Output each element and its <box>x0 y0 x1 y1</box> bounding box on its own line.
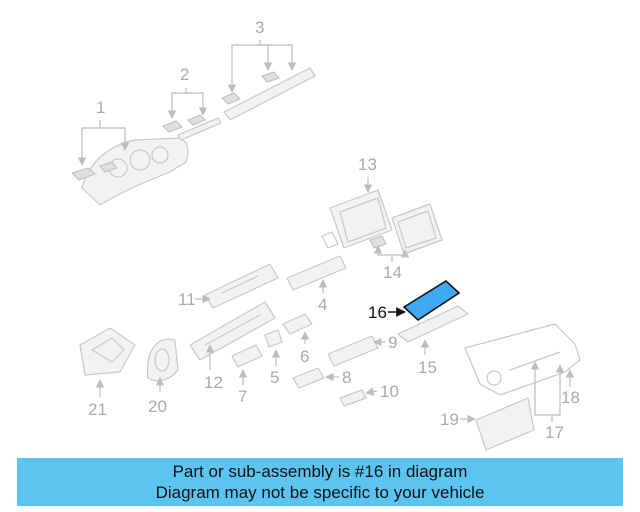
callout-10: 10 <box>365 382 399 401</box>
part-9-switch-panel <box>327 335 379 367</box>
part-11-switch-panel <box>204 263 279 309</box>
callout-1: 1 <box>77 98 130 166</box>
part-12-lower-bezel <box>189 301 276 361</box>
part-2-trim-strip <box>162 114 222 141</box>
part-19-glove-box <box>475 397 535 451</box>
svg-text:18: 18 <box>561 388 580 407</box>
callout-15: 15 <box>418 339 437 377</box>
callout-6: 6 <box>300 331 309 366</box>
svg-text:5: 5 <box>270 368 279 387</box>
part-6-cover <box>282 313 313 335</box>
part-10-switch <box>339 389 367 407</box>
svg-text:7: 7 <box>238 387 247 406</box>
callout-21: 21 <box>88 379 107 419</box>
part-16-highlighted <box>402 279 461 322</box>
part-8-switch <box>292 367 325 389</box>
svg-text:17: 17 <box>545 423 564 442</box>
part-13-center-bezel <box>321 189 393 249</box>
part-21-side-cover <box>79 327 136 376</box>
svg-text:15: 15 <box>418 358 437 377</box>
callout-2: 2 <box>167 65 208 119</box>
svg-text:12: 12 <box>204 373 223 392</box>
svg-text:20: 20 <box>148 397 167 416</box>
svg-text:4: 4 <box>318 295 327 314</box>
svg-text:9: 9 <box>388 333 397 352</box>
banner-line-1: Part or sub-assembly is #16 in diagram <box>172 462 468 481</box>
callout-4: 4 <box>318 279 327 314</box>
svg-text:8: 8 <box>342 368 351 387</box>
callout-13: 13 <box>358 155 377 193</box>
callout-5: 5 <box>270 349 281 387</box>
svg-text:13: 13 <box>358 155 377 174</box>
svg-text:1: 1 <box>96 98 105 117</box>
part-1-cluster-bezel <box>71 137 189 206</box>
svg-text:14: 14 <box>383 263 402 282</box>
callout-8: 8 <box>325 368 351 387</box>
callout-9: 9 <box>373 333 397 352</box>
callout-3: 3 <box>227 18 297 93</box>
part-3-dash-trim <box>221 67 316 121</box>
svg-text:21: 21 <box>88 400 107 419</box>
part-17-dash-frame <box>464 323 581 396</box>
callout-7: 7 <box>238 369 247 406</box>
callout-14: 14 <box>373 245 410 282</box>
svg-text:2: 2 <box>180 65 189 84</box>
callout-20: 20 <box>148 377 167 416</box>
svg-text:3: 3 <box>255 18 264 37</box>
callout-17: 17 <box>530 361 565 442</box>
info-banner: Part or sub-assembly is #16 in diagram D… <box>17 458 623 506</box>
part-5-button <box>264 329 283 348</box>
callout-18: 18 <box>561 369 580 407</box>
banner-line-2: Diagram may not be specific to your vehi… <box>155 483 485 502</box>
part-14-display <box>369 203 443 255</box>
part-4-vent-panel <box>286 255 347 291</box>
svg-text:11: 11 <box>178 290 196 309</box>
part-15-display-mat <box>397 305 469 343</box>
svg-text:16: 16 <box>368 303 387 322</box>
svg-text:6: 6 <box>300 347 309 366</box>
svg-text:19: 19 <box>440 410 459 429</box>
part-20-side-panel <box>146 338 179 382</box>
part-7-cover <box>231 344 263 368</box>
svg-text:10: 10 <box>380 382 399 401</box>
callout-12: 12 <box>204 344 223 392</box>
callout-11: 11 <box>178 290 211 309</box>
callout-16: 16 <box>368 303 406 322</box>
parts-diagram: 1 2 3 13 14 <box>71 18 581 451</box>
callout-19: 19 <box>440 410 476 429</box>
